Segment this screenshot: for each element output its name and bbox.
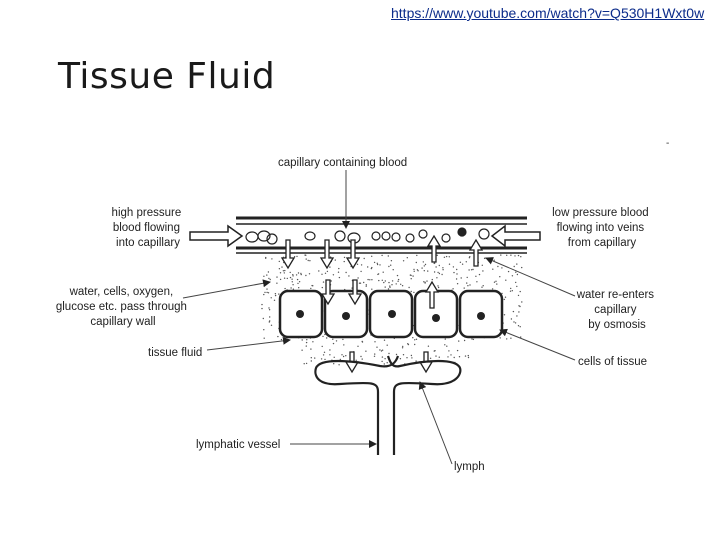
label-capillary: capillary containing blood	[278, 157, 407, 169]
flow-arrows	[189, 224, 541, 248]
label-cells-of-tissue: cells of tissue	[578, 356, 647, 368]
label-lymph: lymph	[454, 461, 485, 473]
leader-lines	[182, 170, 576, 465]
lymphatic-vessel	[314, 355, 462, 455]
cell-nuclei	[296, 310, 485, 322]
label-water-cells: water, cells, oxygen, glucose etc. pass …	[56, 286, 190, 328]
label-tissue-fluid: tissue fluid	[148, 347, 202, 359]
fluid-movement-arrows	[280, 234, 484, 374]
blood-cells	[245, 227, 490, 245]
label-low-pressure: low pressure blood flowing into veins fr…	[552, 207, 652, 249]
page-title: Tissue Fluid	[58, 56, 276, 97]
label-lymphatic-vessel: lymphatic vessel	[196, 439, 280, 451]
source-link[interactable]: https://www.youtube.com/watch?v=Q530H1Wx…	[391, 5, 705, 21]
label-water-reenters: water re-enters capillary by osmosis	[576, 289, 658, 331]
label-high-pressure: high pressure blood flowing into capilla…	[112, 207, 185, 249]
stray-dash: -	[666, 138, 670, 149]
